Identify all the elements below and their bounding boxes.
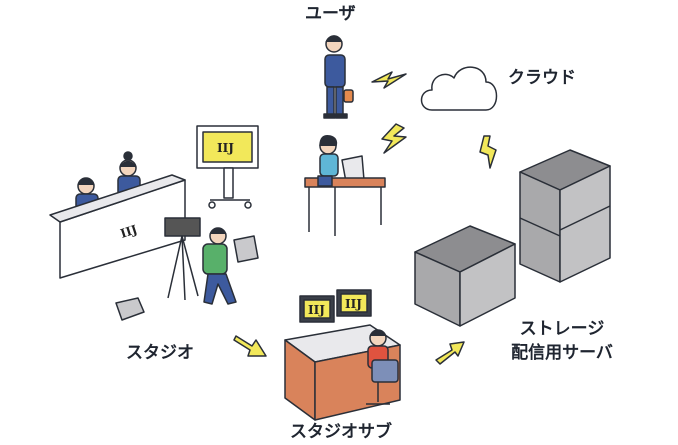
studio-desk-illustration: IIJ	[49, 151, 186, 279]
user-person-illustration	[323, 35, 354, 119]
arrow-icon	[435, 341, 465, 365]
floor-light-box	[115, 297, 145, 321]
logo-iij: IIJ	[119, 222, 140, 241]
server-rack-illustration	[519, 149, 611, 283]
floor-light-box	[233, 235, 259, 263]
lightning-icon	[381, 123, 407, 154]
server-box-illustration	[414, 225, 516, 327]
studio-sub-console-illustration: IIJ IIJ	[284, 289, 401, 421]
svg-text:IIJ: IIJ	[345, 297, 362, 311]
lightning-icon	[479, 135, 497, 169]
laptop-user-illustration	[304, 134, 386, 236]
camera-operator-illustration	[164, 217, 237, 305]
label-studio: スタジオ	[126, 343, 194, 363]
studio-monitor-illustration: IIJ	[196, 125, 259, 209]
lightning-icon	[371, 71, 407, 89]
label-storage: ストレージ	[519, 319, 605, 339]
label-user: ユーザ	[305, 4, 356, 24]
label-distribution-server: 配信用サーバ	[511, 343, 613, 363]
label-cloud: クラウド	[508, 68, 576, 88]
arrow-icon	[233, 335, 267, 357]
svg-text:IIJ: IIJ	[217, 141, 234, 155]
svg-text:IIJ: IIJ	[308, 303, 325, 317]
cloud-icon	[420, 66, 498, 111]
label-studio-sub: スタジオサブ	[290, 422, 392, 442]
